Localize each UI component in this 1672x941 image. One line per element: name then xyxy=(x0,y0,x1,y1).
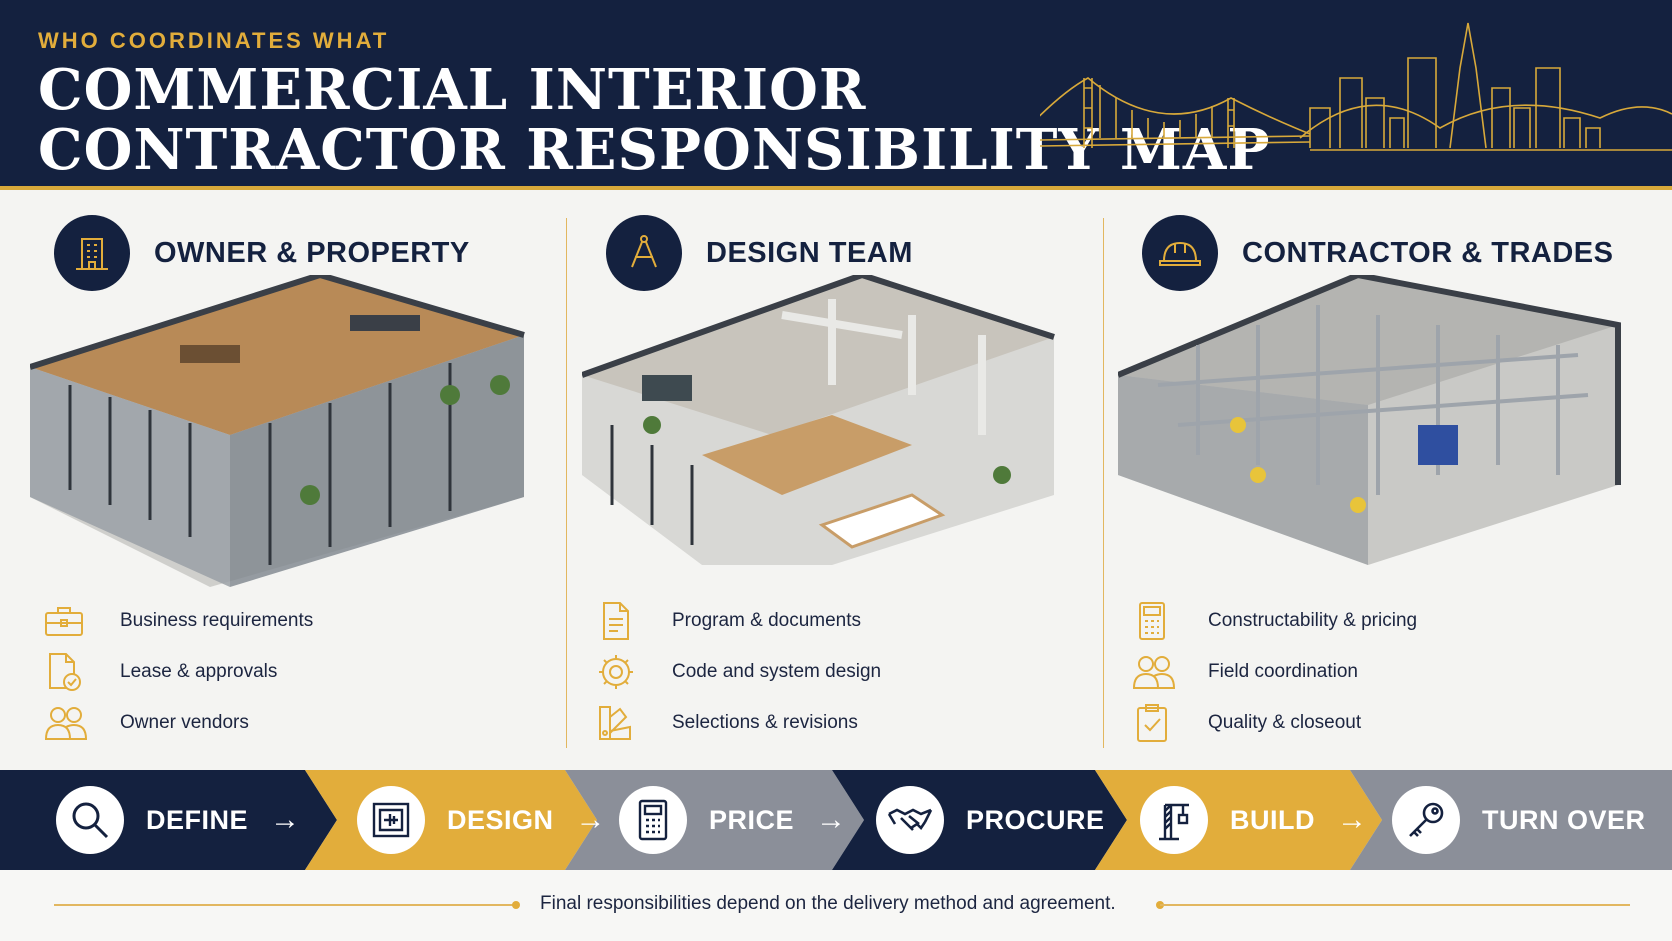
column-header: DESIGN TEAM xyxy=(606,215,913,291)
page-title: COMMERCIAL INTERIOR CONTRACTOR RESPONSIB… xyxy=(38,60,1270,180)
list-item-label: Code and system design xyxy=(672,660,882,682)
people-icon xyxy=(44,703,94,743)
list-item: Program & documents xyxy=(596,595,881,646)
contractor-trades-column: CONTRACTOR & TRADES Constructability & p… xyxy=(1118,215,1658,755)
column-title: DESIGN TEAM xyxy=(706,236,913,269)
footer-dot xyxy=(512,901,520,909)
construction-site-floorplan-illustration xyxy=(1118,275,1621,565)
step-build: BUILD → xyxy=(1140,770,1367,870)
list-item: Constructability & pricing xyxy=(1132,595,1417,646)
responsibility-list: Business requirements Lease & approvals … xyxy=(44,595,313,748)
column-divider xyxy=(1103,218,1104,748)
footer: Final responsibilities depend on the del… xyxy=(0,870,1672,941)
golden-gate-skyline-illustration xyxy=(1040,22,1672,151)
step-define: DEFINE → xyxy=(56,770,300,870)
step-label: PRICE xyxy=(709,804,795,835)
footer-rule xyxy=(54,904,516,906)
crane-icon xyxy=(1140,786,1208,854)
calculator-icon xyxy=(619,786,687,854)
step-design: DESIGN → xyxy=(357,770,606,870)
arrow-right-icon: → xyxy=(1337,803,1367,836)
step-procure: PROCURE xyxy=(876,770,1105,870)
arrow-right-icon: → xyxy=(816,803,847,836)
list-item-label: Program & documents xyxy=(672,609,862,631)
document-icon xyxy=(596,601,646,641)
list-item: Field coordination xyxy=(1132,646,1417,697)
list-item-label: Constructability & pricing xyxy=(1208,609,1418,631)
header-banner: WHO COORDINATES WHAT COMMERCIAL INTERIOR… xyxy=(0,0,1672,190)
magnifier-icon xyxy=(56,786,124,854)
swatches-icon xyxy=(596,703,646,743)
column-header: CONTRACTOR & TRADES xyxy=(1142,215,1613,291)
column-divider xyxy=(566,218,567,748)
list-item-label: Lease & approvals xyxy=(120,660,278,682)
list-item-label: Selections & revisions xyxy=(672,711,858,733)
step-label: DESIGN xyxy=(447,804,554,835)
design-office-floorplan-illustration xyxy=(582,275,1055,565)
step-label: PROCURE xyxy=(966,804,1105,835)
key-icon xyxy=(1392,786,1460,854)
title-line-2: CONTRACTOR RESPONSIBILITY MAP xyxy=(38,117,1271,183)
step-label: TURN OVER xyxy=(1482,804,1646,835)
owner-property-column: OWNER & PROPERTY Business requirements L… xyxy=(30,215,570,755)
step-label: BUILD xyxy=(1230,804,1315,835)
process-steps-bar: DEFINE → DESIGN → PRICE → PROCURE BUILD … xyxy=(0,770,1672,870)
office-building-icon xyxy=(54,215,130,291)
list-item: Owner vendors xyxy=(44,697,313,748)
footer-note: Final responsibilities depend on the del… xyxy=(540,893,1116,914)
furnished-office-floorplan-illustration xyxy=(30,275,525,587)
column-header: OWNER & PROPERTY xyxy=(54,215,470,291)
document-check-icon xyxy=(44,652,94,692)
list-item: Selections & revisions xyxy=(596,697,881,748)
list-item-label: Field coordination xyxy=(1208,660,1358,682)
clipboard-check-icon xyxy=(1132,703,1182,743)
step-label: DEFINE xyxy=(146,804,249,835)
blueprint-icon xyxy=(357,786,425,854)
list-item-label: Business requirements xyxy=(120,609,314,631)
calculator-icon xyxy=(1132,601,1182,641)
list-item: Quality & closeout xyxy=(1132,697,1417,748)
gear-icon xyxy=(596,652,646,692)
briefcase-icon xyxy=(44,601,94,641)
arrow-right-icon: → xyxy=(270,803,301,836)
responsibility-list: Constructability & pricing Field coordin… xyxy=(1132,595,1417,748)
title-line-1: COMMERCIAL INTERIOR xyxy=(38,57,867,123)
people-icon xyxy=(1132,652,1182,692)
list-item-label: Quality & closeout xyxy=(1208,711,1362,733)
design-team-column: DESIGN TEAM Program & documents Code and… xyxy=(582,215,1122,755)
list-item: Business requirements xyxy=(44,595,313,646)
column-title: CONTRACTOR & TRADES xyxy=(1242,236,1614,269)
drafting-compass-icon xyxy=(606,215,682,291)
kicker-text: WHO COORDINATES WHAT xyxy=(38,28,390,53)
step-price: PRICE → xyxy=(619,770,846,870)
list-item: Code and system design xyxy=(596,646,881,697)
footer-rule xyxy=(1160,904,1630,906)
step-turn-over: TURN OVER xyxy=(1392,770,1646,870)
list-item: Lease & approvals xyxy=(44,646,313,697)
handshake-icon xyxy=(876,786,944,854)
list-item-label: Owner vendors xyxy=(120,711,249,733)
hard-hat-icon xyxy=(1142,215,1218,291)
responsibility-list: Program & documents Code and system desi… xyxy=(596,595,881,748)
column-title: OWNER & PROPERTY xyxy=(154,236,470,269)
arrow-right-icon: → xyxy=(575,803,606,836)
